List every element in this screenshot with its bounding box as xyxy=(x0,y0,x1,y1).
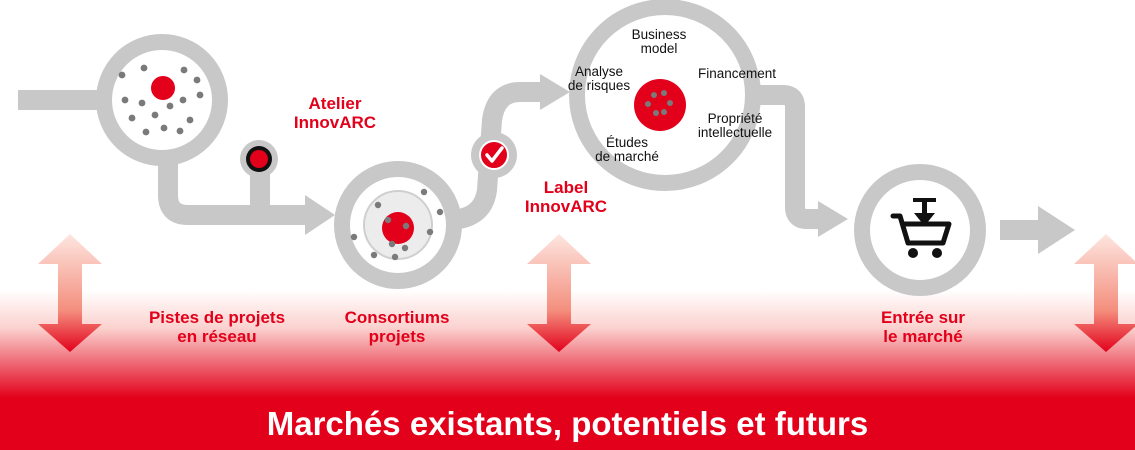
network-stage-circle xyxy=(96,34,228,166)
market-banner xyxy=(0,398,1135,450)
double-arrow-vertical-icon xyxy=(1074,234,1135,352)
double-arrow-vertical-icon xyxy=(38,234,102,352)
process-flow-pipes xyxy=(18,82,1040,240)
atelier-innovarc-label: Atelier InnovARC xyxy=(293,94,377,133)
pistes-projets-label: Pistes de projets en réseau xyxy=(148,308,286,347)
market-banner-text: Marchés existants, potentiels et futurs xyxy=(266,405,869,442)
shopping-cart-download-icon xyxy=(890,198,952,258)
financement-label: Financement xyxy=(697,66,777,81)
consortium-dots xyxy=(350,188,444,261)
network-red-core xyxy=(151,76,175,100)
business-model-label: Business model xyxy=(631,27,687,57)
label-innovarc-label: Label InnovARC xyxy=(524,178,608,217)
services-core-dots xyxy=(645,90,673,116)
double-arrow-vertical-icon xyxy=(527,234,591,352)
circle-milestone-icon xyxy=(240,140,278,178)
etudes-marche-label: Études de marché xyxy=(595,135,659,165)
services-red-core xyxy=(634,79,686,131)
consortium-red-core xyxy=(382,212,414,244)
network-dots xyxy=(118,64,204,136)
market-entry-circle xyxy=(854,164,986,296)
checkmark-icon xyxy=(471,132,517,178)
analyse-risques-label: Analyse de risques xyxy=(567,64,631,94)
propriete-intellectuelle-label: Propriété intellectuelle xyxy=(697,111,773,141)
consortiums-projets-label: Consortiums projets xyxy=(344,308,450,347)
entree-marche-label: Entrée sur le marché xyxy=(880,308,966,347)
